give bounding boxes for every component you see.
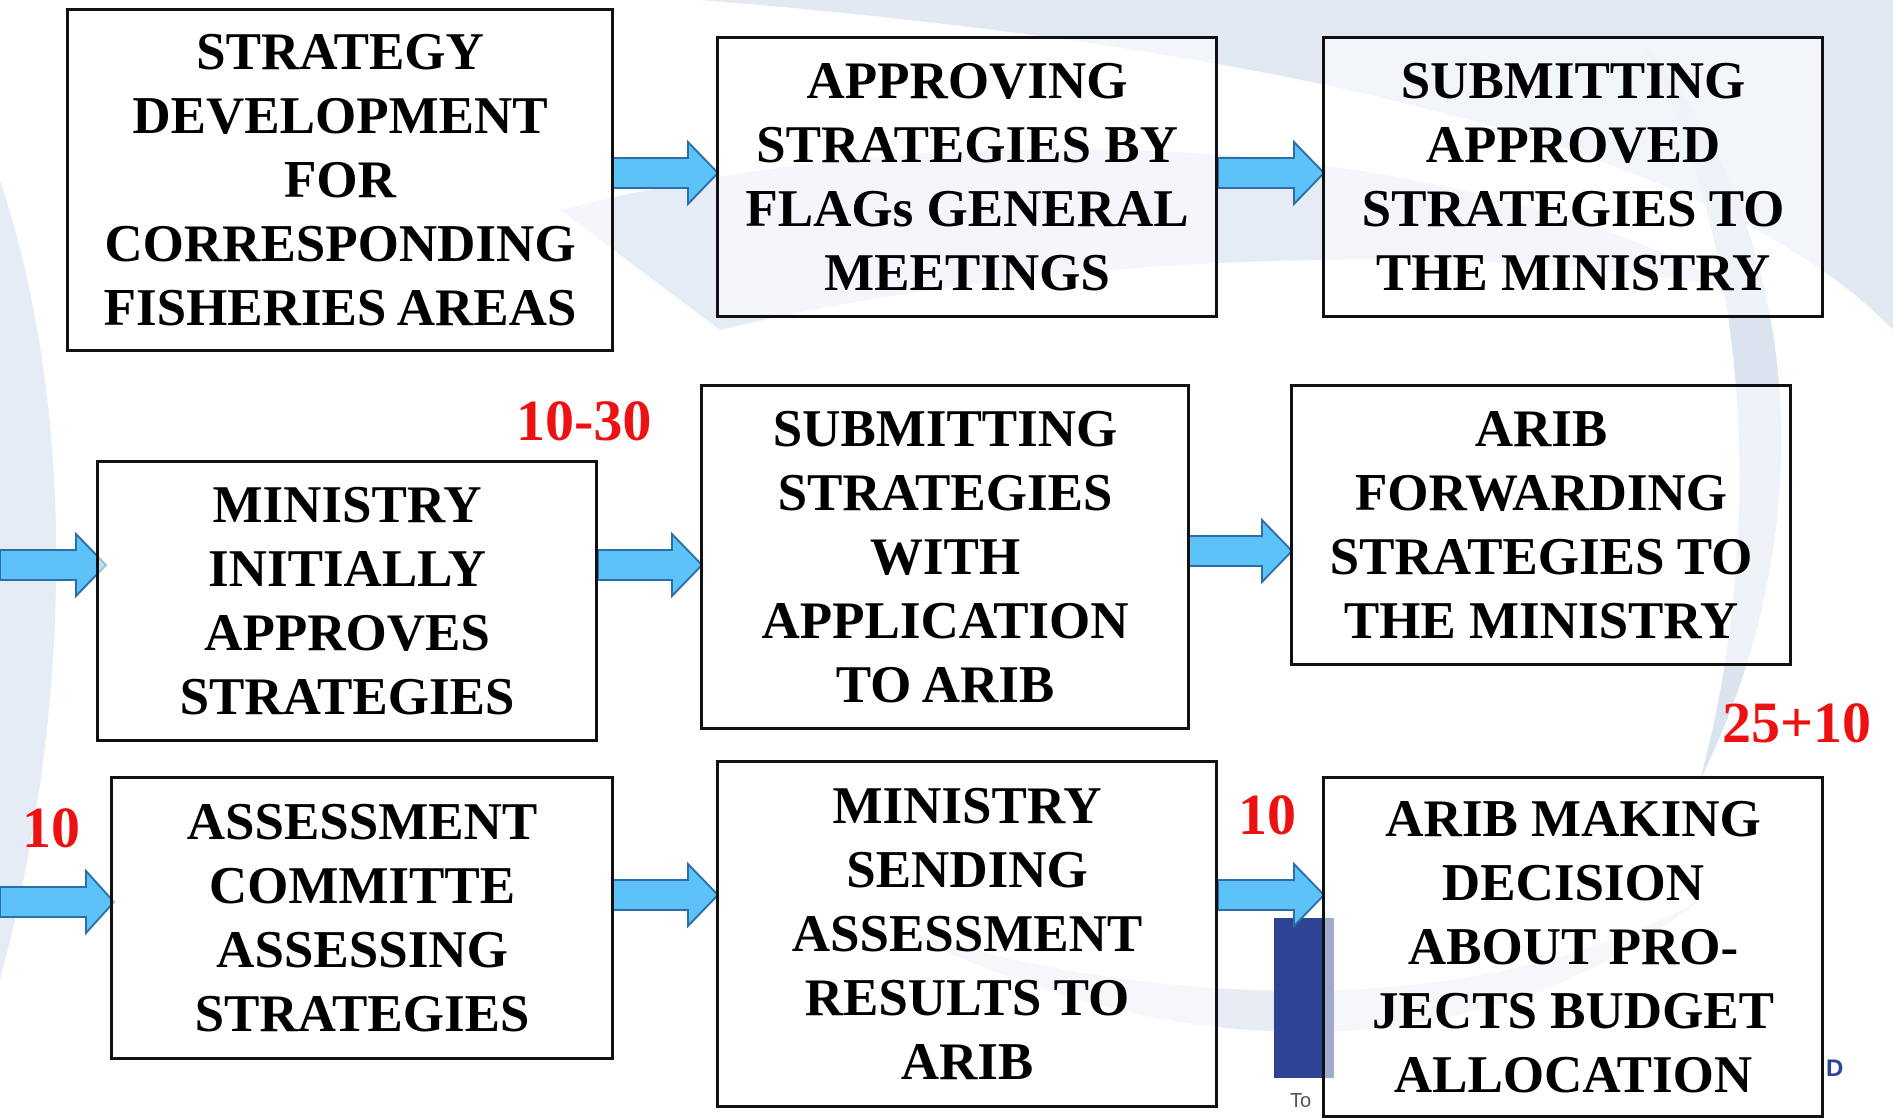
arrow-incoming-to-ministry-approves (0, 531, 108, 599)
box-submitting-approved-strategies: SUBMITTING APPROVED STRATEGIES TO THE MI… (1322, 36, 1824, 318)
box-arib-forwarding: ARIB FORWARDING STRATEGIES TO THE MINIST… (1290, 384, 1792, 666)
arrow-sending-to-decision (1217, 861, 1326, 929)
arrow-approving-to-submitting (1217, 139, 1326, 207)
logo-text-fragment-left: To (1290, 1090, 1312, 1112)
logo-text-fragment-right: D (1826, 1055, 1844, 1082)
arrow-ministry-to-submitting-arib (597, 531, 704, 599)
label-days-25-10: 25+10 (1722, 690, 1872, 755)
arrow-submitting-to-forwarding (1187, 517, 1294, 585)
box-arib-decision: ARIB MAKING DECISION ABOUT PRO- JECTS BU… (1322, 776, 1824, 1118)
arrow-strategy-to-approving (611, 139, 720, 207)
box-approving-strategies: APPROVING STRATEGIES BY FLAGs GENERAL ME… (716, 36, 1218, 318)
box-ministry-sending-results: MINISTRY SENDING ASSESSMENT RESULTS TO A… (716, 760, 1218, 1108)
box-strategy-development: STRATEGY DEVELOPMENT FOR CORRESPONDING F… (66, 8, 614, 352)
box-submitting-with-application: SUBMITTING STRATEGIES WITH APPLICATION T… (700, 384, 1190, 730)
label-days-10-assessment: 10 (22, 795, 80, 860)
label-days-10-30: 10-30 (516, 388, 652, 453)
arrow-incoming-to-assessment (0, 868, 116, 936)
arrow-assessment-to-sending (611, 861, 720, 929)
box-assessment-committee: ASSESSMENT COMMITTE ASSESSING STRATEGIES (110, 776, 614, 1060)
label-days-10-sending: 10 (1238, 782, 1296, 847)
box-ministry-initially-approves: MINISTRY INITIALLY APPROVES STRATEGIES (96, 460, 598, 742)
